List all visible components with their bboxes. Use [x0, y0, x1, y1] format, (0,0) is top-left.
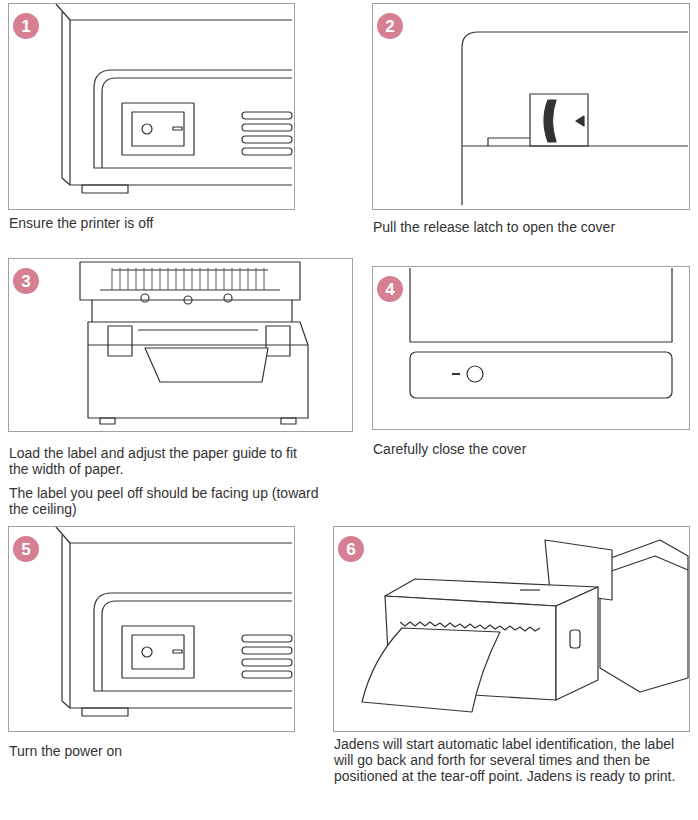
step-number-circle: 4	[377, 276, 403, 302]
callout-number: 6	[346, 541, 355, 558]
step-panel: Pull the release latch to open the cover…	[372, 3, 690, 210]
callout-number: 4	[385, 281, 394, 298]
step-number-circle: 2	[377, 13, 403, 39]
step-number-circle: 5	[13, 536, 39, 562]
instruction-text: Carefully close the cover	[373, 441, 691, 457]
step-panel: Turn the power on5	[8, 526, 295, 732]
step-number-circle: 1	[13, 13, 39, 39]
step-number-circle: 3	[13, 268, 39, 294]
instruction-text: Ensure the printer is off	[9, 215, 299, 231]
callout-number: 2	[385, 18, 394, 35]
printer-side-view	[56, 527, 292, 716]
instruction-text: Load the label and adjust the paper guid…	[9, 445, 319, 477]
printer-side-view	[56, 4, 292, 193]
open-printer-view	[80, 262, 308, 424]
instruction-text: Pull the release latch to open the cover	[373, 219, 691, 235]
step-panel: Jadens will start automatic label identi…	[333, 526, 690, 732]
step-panel: Load the label and adjust the paper guid…	[8, 258, 353, 432]
callout-number: 3	[21, 273, 30, 290]
step-caption: Jadens will start automatic label identi…	[334, 736, 679, 784]
step-panel: Ensure the printer is off1	[8, 3, 295, 210]
instruction-text: Turn the power on	[9, 743, 299, 759]
step-caption: Carefully close the cover	[373, 441, 691, 457]
release-latch-view	[462, 32, 688, 205]
callout-number: 5	[21, 541, 30, 558]
step-caption: Turn the power on	[9, 743, 299, 759]
step-caption: Ensure the printer is off	[9, 215, 299, 231]
closed-printer-view	[410, 268, 672, 398]
callout-number: 1	[21, 18, 30, 35]
step-caption: Load the label and adjust the paper guid…	[9, 445, 319, 517]
step-caption: Pull the release latch to open the cover	[373, 219, 691, 235]
step-panel: Carefully close the cover4	[372, 266, 690, 430]
printer-perspective-view	[362, 540, 688, 712]
step-number-circle: 6	[338, 536, 364, 562]
instruction-text: The label you peel off should be facing …	[9, 485, 319, 517]
instruction-text: Jadens will start automatic label identi…	[334, 736, 679, 784]
